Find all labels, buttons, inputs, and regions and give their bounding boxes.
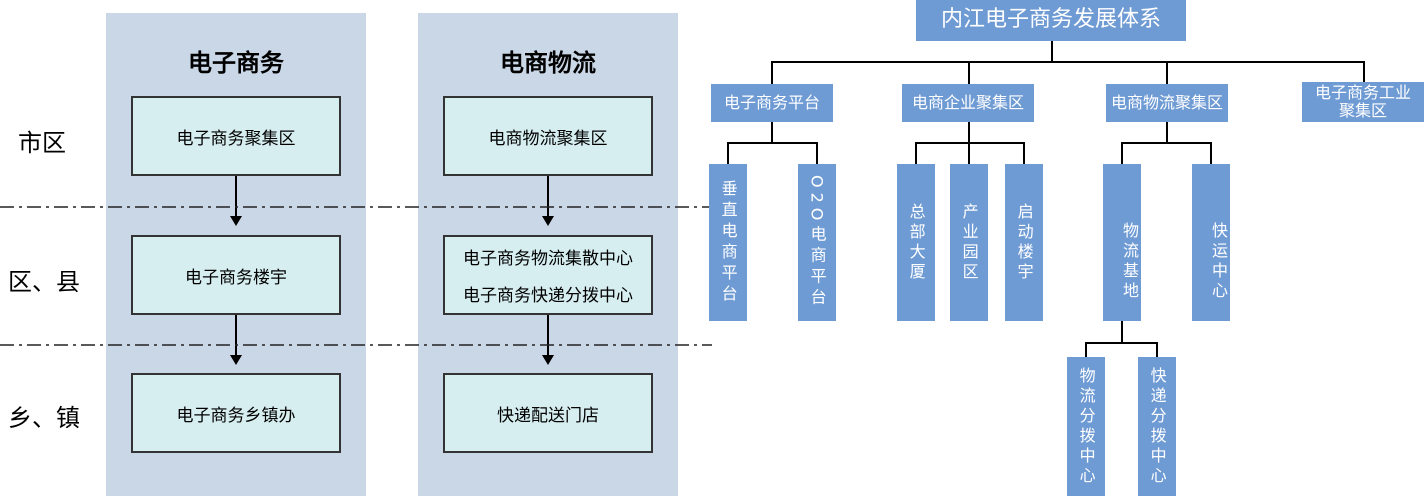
org-node-ecommerce-platform: 电子商务平台 [711, 84, 833, 122]
box-logistics-center: 电子商务物流集散中心 电子商务快递分拨中心 [443, 235, 653, 315]
connector [1121, 142, 1123, 164]
node-label: 启动楼宇 [1014, 202, 1034, 283]
box-ecommerce-building: 电子商务楼宇 [131, 235, 341, 315]
org-node-express-center: 快运中心 [1192, 164, 1230, 321]
node-label: 电商企业聚集区 [911, 93, 1024, 113]
node-label: 电商物流聚集区 [1110, 93, 1223, 113]
node-label: 垂直电商平台 [718, 179, 738, 306]
box-label: 电子商务楼宇 [185, 267, 287, 288]
row-label-town: 乡、镇 [8, 404, 80, 432]
connector [1363, 61, 1365, 83]
org-node-vertical-platform: 垂直电商平台 [709, 164, 747, 321]
box-express-store: 快递配送门店 [443, 373, 653, 453]
box-ecommerce-cluster: 电子商务聚集区 [131, 96, 341, 176]
box-label: 电子商务物流集散中心 [463, 249, 633, 269]
box-label: 电商物流聚集区 [488, 128, 608, 149]
node-label: O2O电商平台 [807, 175, 827, 310]
arrow-shaft [547, 176, 549, 216]
arrow-head [230, 216, 242, 226]
arrow-shaft [547, 315, 549, 355]
connector [771, 121, 773, 143]
arrow-shaft [235, 176, 237, 216]
connector [1085, 342, 1158, 344]
column-title-ecommerce: 电子商务 [188, 49, 284, 77]
node-label: 快递分拨中心 [1147, 366, 1167, 487]
row-label-district: 区、县 [8, 268, 80, 296]
arrow-head [542, 216, 554, 226]
connector [816, 142, 818, 164]
node-label: 电子商务平台 [723, 93, 820, 113]
connector [915, 142, 917, 164]
org-node-express-dispatch: 快递分拨中心 [1138, 357, 1176, 496]
org-node-industrial-cluster: 电子商务工业聚集区 [1302, 82, 1424, 122]
arrow-head [230, 355, 242, 365]
node-label: 总部大厦 [906, 202, 926, 283]
connector [1051, 40, 1053, 62]
connector [915, 142, 1025, 144]
node-label: 产业园区 [959, 202, 979, 283]
node-label: 物流基地 [1120, 221, 1139, 302]
connector [968, 121, 970, 143]
connector [727, 142, 729, 164]
org-node-logistics-dispatch: 物流分拨中心 [1067, 357, 1105, 496]
org-node-hq-building: 总部大厦 [897, 164, 935, 321]
org-node-startup-building: 启动楼宇 [1005, 164, 1043, 321]
tier-separator-lines [0, 206, 712, 346]
org-node-industrial-park: 产业园区 [950, 164, 988, 321]
connector [771, 61, 1365, 63]
connector [1166, 61, 1168, 85]
column-panel-ecommerce: 电子商务 电子商务聚集区 电子商务楼宇 电子商务乡镇办 [106, 13, 366, 496]
org-node-o2o-platform: O2O电商平台 [798, 164, 836, 321]
org-node-logistics-cluster: 电商物流聚集区 [1106, 84, 1228, 122]
box-ecommerce-town-office: 电子商务乡镇办 [131, 373, 341, 453]
box-label: 电子商务聚集区 [176, 128, 296, 149]
connector [1210, 142, 1212, 164]
connector [727, 142, 818, 144]
connector [1121, 321, 1123, 343]
connector [968, 142, 970, 164]
org-node-enterprise-cluster: 电商企业聚集区 [902, 84, 1034, 122]
box-label: 电子商务快递分拨中心 [463, 286, 633, 306]
row-label-city: 市区 [18, 129, 66, 157]
connector [1023, 142, 1025, 164]
box-logistics-cluster: 电商物流聚集区 [443, 96, 653, 176]
connector [1166, 121, 1168, 143]
connector [771, 61, 773, 85]
arrow-shaft [235, 315, 237, 355]
box-label: 电子商务乡镇办 [176, 405, 296, 426]
connector [1085, 342, 1087, 358]
connector [1156, 342, 1158, 358]
column-panel-logistics: 电商物流 电商物流聚集区 电子商务物流集散中心 电子商务快递分拨中心 快递配送门… [418, 13, 678, 496]
node-label: 内江电子商务发展体系 [940, 7, 1161, 33]
box-label: 快递配送门店 [497, 405, 599, 426]
node-label: 物流分拨中心 [1076, 366, 1096, 487]
arrow-head [542, 355, 554, 365]
column-title-logistics: 电商物流 [500, 49, 596, 77]
node-label: 电子商务工业聚集区 [1314, 83, 1411, 120]
connector [968, 61, 970, 85]
connector [1121, 142, 1212, 144]
node-label: 快运中心 [1209, 221, 1228, 302]
org-node-logistics-base: 物流基地 [1103, 164, 1141, 321]
org-root-node: 内江电子商务发展体系 [916, 0, 1186, 41]
